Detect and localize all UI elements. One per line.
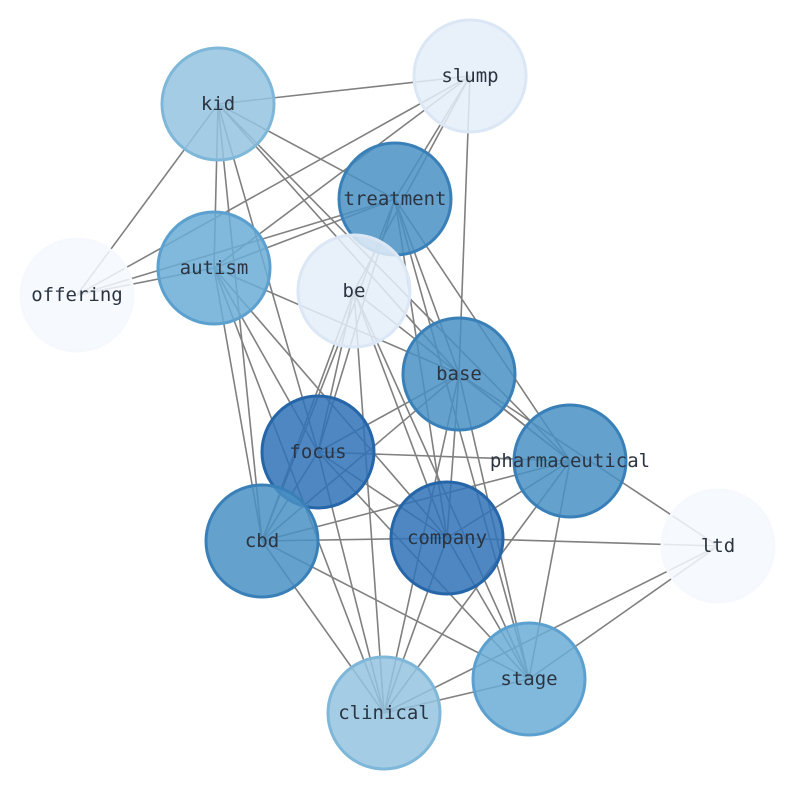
node-label-company: company: [407, 527, 487, 549]
node-slump: slump: [412, 18, 528, 134]
node-circle-focus: [260, 394, 376, 510]
node-focus: focus: [260, 394, 376, 510]
node-label-ltd: ltd: [701, 535, 735, 557]
node-label-cbd: cbd: [245, 530, 279, 552]
edge-be-clinical: [353, 290, 385, 714]
node-circle-offering: [19, 237, 135, 353]
node-kid: kid: [160, 46, 276, 162]
edge-slump-offering: [76, 75, 471, 296]
node-label-autism: autism: [180, 257, 249, 279]
node-circle-be: [296, 233, 412, 349]
node-label-treatment: treatment: [344, 188, 447, 210]
node-layer: slump kid treatment autism offering be base foc…: [19, 18, 776, 771]
node-offering: offering: [19, 237, 135, 353]
node-ltd: ltd: [660, 488, 776, 604]
node-circle-base: [401, 316, 517, 432]
node-circle-stage: [471, 621, 587, 737]
node-circle-company: [389, 480, 505, 596]
node-circle-cbd: [204, 483, 320, 599]
node-label-clinical: clinical: [338, 702, 430, 724]
edge-treatment-stage: [394, 198, 530, 680]
node-label-be: be: [343, 280, 366, 302]
node-base: base: [401, 316, 517, 432]
node-company: company: [389, 480, 505, 596]
node-label-pharmaceutical: pharmaceutical: [490, 450, 650, 472]
node-circle-pharmaceutical: [512, 403, 628, 519]
edge-kid-cbd: [217, 103, 263, 542]
node-circle-slump: [412, 18, 528, 134]
node-label-base: base: [436, 363, 482, 385]
node-stage: stage: [471, 621, 587, 737]
node-label-slump: slump: [441, 65, 498, 87]
node-label-kid: kid: [201, 93, 235, 115]
node-clinical: clinical: [326, 655, 442, 771]
node-circle-clinical: [326, 655, 442, 771]
node-label-focus: focus: [289, 441, 346, 463]
node-circle-autism: [156, 210, 272, 326]
node-circle-kid: [160, 46, 276, 162]
node-be: be: [296, 233, 412, 349]
node-label-stage: stage: [500, 668, 557, 690]
node-circle-ltd: [660, 488, 776, 604]
node-autism: autism: [156, 210, 272, 326]
node-label-offering: offering: [31, 284, 123, 306]
node-cbd: cbd: [204, 483, 320, 599]
node-pharmaceutical: pharmaceutical: [490, 403, 650, 519]
